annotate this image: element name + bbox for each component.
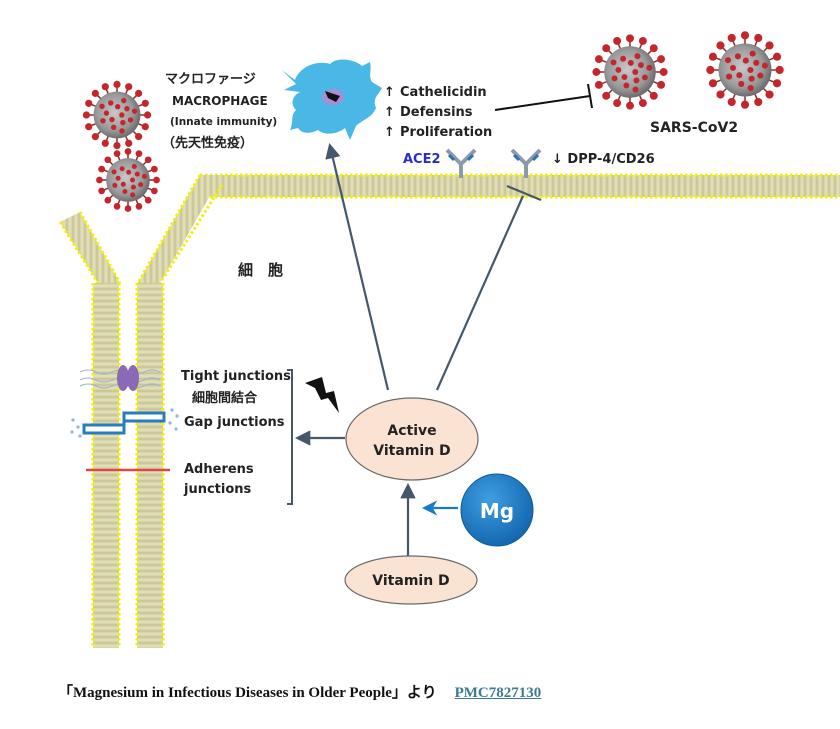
arrow-to-macrophage	[325, 143, 390, 391]
macrophage-jp-label: マクロファージ	[165, 72, 256, 87]
source-caption: 「Magnesium in Infectious Diseases in Old…	[58, 681, 541, 702]
effect-cathelicidin: Cathelicidin	[400, 85, 487, 100]
lightning-icon	[305, 377, 339, 413]
effect-defensins: Defensins	[400, 105, 473, 120]
gap-junctions-label: Gap junctions	[184, 415, 285, 430]
active-vitamin-d-line2: Vitamin D	[373, 443, 450, 459]
sars-cov2-virus-icon	[706, 31, 784, 109]
ace2-receptor-icon	[445, 148, 477, 178]
active-vitamin-d-node: Active Vitamin D	[345, 397, 479, 481]
caption-text: 「Magnesium in Infectious Diseases in Old…	[58, 685, 437, 701]
membrane-diagonal-right	[138, 175, 222, 283]
junction-bracket	[287, 369, 293, 505]
mg-label: Mg	[480, 499, 514, 523]
macrophage-icon	[282, 59, 382, 140]
sars-cov2-label: SARS-CoV2	[650, 120, 738, 136]
effects-list: ↑ Cathelicidin ↑ Defensins ↑ Proliferati…	[384, 85, 492, 140]
effect-arrow-icon: ↑	[384, 105, 395, 120]
inhibition-dpp4	[435, 184, 542, 391]
macrophage-subtitle-en: (Innate immunity)	[170, 116, 277, 128]
effect-arrow-icon: ↑	[384, 125, 395, 140]
cell-membrane	[58, 173, 840, 648]
adherens-label-line2: junctions	[183, 482, 252, 497]
inhibition-line	[494, 83, 593, 111]
mg-node: Mg	[460, 473, 534, 547]
cell-label: 細 胞	[238, 261, 283, 279]
effect-proliferation: Proliferation	[400, 125, 492, 140]
macrophage-subtitle-jp: （先天性免疫）	[162, 135, 253, 151]
vitamin-d-label: Vitamin D	[372, 573, 449, 589]
vitamin-d-node: Vitamin D	[344, 555, 478, 605]
tight-junction-icon	[79, 365, 161, 391]
membrane-horizontal	[200, 175, 840, 197]
membrane-diagonal-left	[60, 212, 120, 283]
gap-junction-icon	[70, 408, 179, 438]
active-vitamin-d-line1: Active	[387, 423, 436, 439]
macrophage-en-label: MACROPHAGE	[172, 94, 268, 108]
membrane-vertical-right	[137, 283, 163, 648]
dpp4-label: ↓ DPP-4/CD26	[552, 152, 655, 167]
effect-arrow-icon: ↑	[384, 85, 395, 100]
sars-cov2-virus-icon	[592, 34, 668, 110]
ace2-label: ACE2	[403, 152, 441, 167]
membrane-vertical-left	[93, 283, 119, 648]
dpp4-receptor-icon	[510, 148, 542, 178]
sars-cov2-virus-icon	[96, 148, 160, 212]
sars-cov2-virus-icon	[82, 80, 152, 150]
tight-junctions-jp-label: 細胞間結合	[192, 390, 258, 406]
pmc-link[interactable]: PMC7827130	[454, 685, 542, 701]
adherens-label-line1: Adherens	[184, 462, 254, 477]
tight-junctions-label: Tight junctions	[181, 369, 291, 384]
